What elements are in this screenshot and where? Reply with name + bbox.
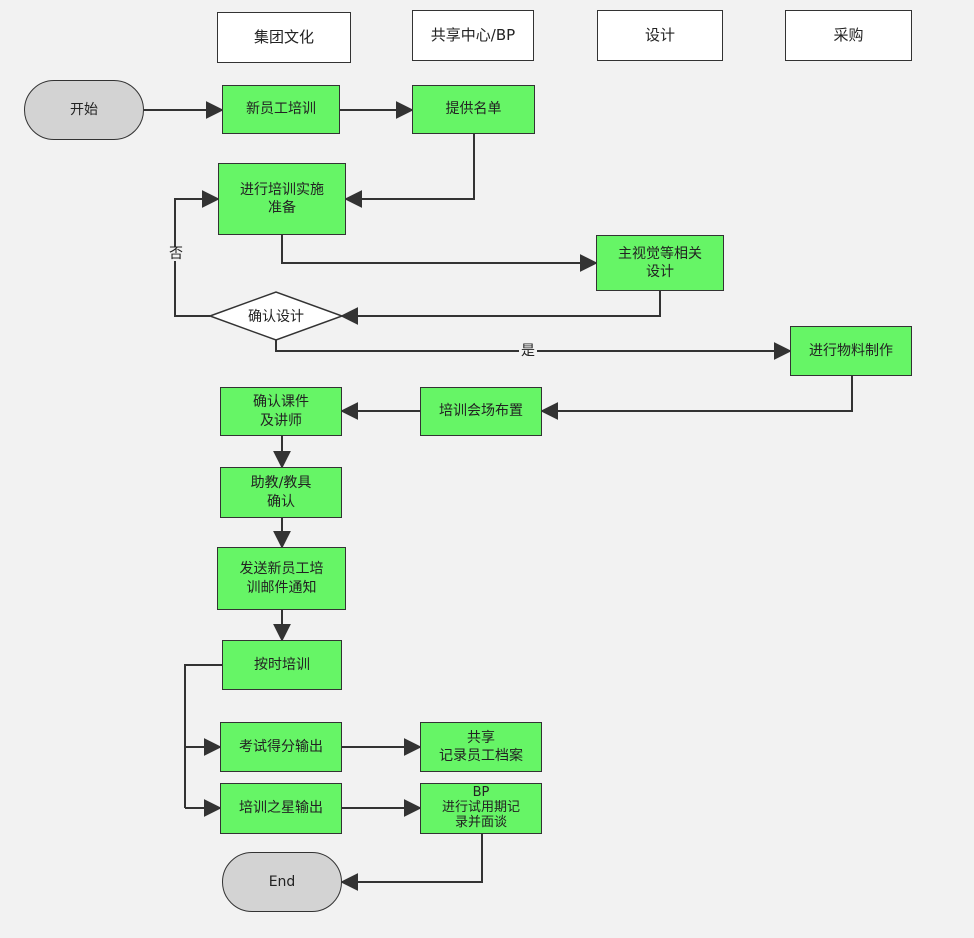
node-send-notice: 发送新员工培 训邮件通知: [217, 547, 346, 610]
decision-confirm-design: 确认设计: [248, 309, 304, 325]
node-provide-list: 提供名单: [412, 85, 535, 134]
node-exam-output: 考试得分输出: [220, 722, 342, 772]
node-confirm-courseware: 确认课件 及讲师: [220, 387, 342, 436]
edge-list-to-prepare: [344, 134, 475, 208]
node-bp-probation: BP 进行试用期记 录并面谈: [420, 783, 542, 834]
edge-ontime-branch: [184, 664, 222, 808]
node-venue-setup: 培训会场布置: [420, 387, 542, 436]
lane-design: 设计: [597, 10, 723, 61]
lane-purchase: 采购: [785, 10, 912, 61]
node-material-production: 进行物料制作: [790, 326, 912, 376]
edge-bp-to-end: [340, 834, 483, 891]
edge-label-no: 否: [167, 246, 185, 262]
lane-group-culture: 集团文化: [217, 12, 351, 63]
node-star-output: 培训之星输出: [220, 783, 342, 834]
decision-diamond: [207, 291, 345, 341]
node-prepare-training: 进行培训实施 准备: [218, 163, 346, 235]
lane-shared-bp: 共享中心/BP: [412, 10, 534, 61]
node-new-staff-training: 新员工培训: [222, 85, 340, 134]
node-main-visual-design: 主视觉等相关 设计: [596, 235, 724, 291]
edge-material-to-venue: [540, 376, 853, 420]
edge-prepare-to-visual: [281, 235, 598, 272]
edge-visual-to-confirm: [340, 290, 661, 325]
edge-confirm-yes-to-material: [275, 340, 792, 360]
node-on-time-training: 按时培训: [222, 640, 342, 690]
start-node: 开始: [24, 80, 144, 140]
node-shared-record: 共享 记录员工档案: [420, 722, 542, 772]
edge-label-yes: 是: [519, 343, 537, 359]
node-assistant-confirm: 助教/教具 确认: [220, 467, 342, 518]
end-node: End: [222, 852, 342, 912]
